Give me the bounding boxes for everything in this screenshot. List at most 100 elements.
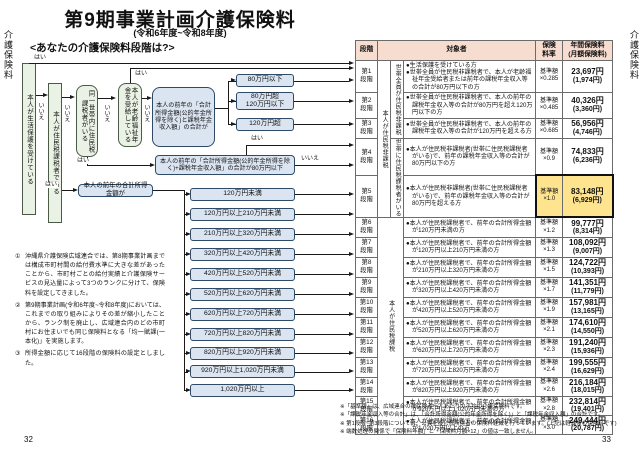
target-cell: ●本人が住民税課税者で、前年の合計所得金額が320万円以上420万円未満の方	[402, 276, 537, 298]
connector-line	[294, 80, 349, 82]
table-row: 第14 段階●本人が住民税課税者で、前年の合計所得金額が820万円以上920万円…	[355, 376, 614, 397]
target-cell: ●本人が住民税課税者で、前年の合計所得金額が1,020万円以上の方	[402, 414, 537, 435]
branch-label: いいえ	[103, 103, 109, 123]
page-subtitle: (令和6年度~令和8年度)	[133, 28, 227, 38]
table-row: 第11 段階●本人が住民税課税者で、前年の合計所得金額が520万円以上620万円…	[355, 316, 614, 338]
annual-amount: 108,092円	[569, 238, 606, 248]
arrowhead-icon	[349, 142, 354, 147]
flow-branch-120-over: 120万円超	[236, 117, 294, 131]
arrowhead-icon	[150, 162, 155, 167]
group-label-taxed-person: 本人が住民税課税	[377, 216, 404, 435]
connector-line	[295, 390, 349, 391]
note-text: 沖縄県介護保険広域連合では、第8期事業計画までは構成市町村間の給付費水準に大きな…	[25, 253, 165, 297]
stage-cell: 第2 段階	[355, 91, 378, 119]
footnotes: ※「基準額」は、広域連合の被保険者一人あたりの平均の介護保険料です。 ※「課税年…	[340, 403, 620, 436]
connector-line	[295, 353, 349, 354]
flow-box-pension-sum: 本人の前年の「合計所得金額(公的年金所得を除く)と課税年金収入額」の合計が	[152, 87, 215, 147]
connector-line	[246, 145, 247, 155]
arrowhead-icon	[231, 98, 236, 103]
flow-box-rorei-nenkin: 本人が老齢福祉年金を受給している	[118, 83, 142, 147]
rate-multiplier: ×1.0	[543, 196, 556, 203]
rate-cell: 基準額×0.685	[535, 117, 564, 139]
connector-line	[295, 294, 349, 295]
connector-line	[295, 274, 349, 275]
branch-label: いいえ	[143, 103, 149, 123]
target-bullet: ●本人が住民税課税者で、前年の合計所得金額が120万円以上210万円未満の方	[406, 240, 532, 255]
income-bracket-box: 120万円以上210万円未満	[190, 207, 295, 221]
rate-base-label: 基準額	[540, 68, 559, 75]
table-row: 第13 段階●本人が住民税課税者で、前年の合計所得金額が720万円以上820万円…	[355, 356, 614, 378]
rate-cell: 基準額×3.0	[535, 414, 564, 435]
stage-cell: 第9 段階	[355, 276, 378, 298]
target-cell: ●世帯全員が住民税非課税者で、本人の前年の課税年金収入等の合計が120万円を超え…	[402, 117, 537, 139]
flow-box-gokei-shotoku: 本人の前年の合計所得金額が	[78, 182, 153, 197]
stage-cell: 第5 段階	[355, 174, 378, 218]
target-bullet: ●本人が住民税課税者で、前年の合計所得金額が320万円以上420万円未満の方	[406, 280, 532, 295]
rate-multiplier: ×0.285	[539, 76, 559, 83]
note-number: ③	[15, 350, 21, 358]
table-row: 第1 段階本人が住民税非課税世帯全員が住民税非課税●生活保護を受けている方●世帯…	[355, 60, 614, 218]
target-cell: ●本人が住民税非課税者(世帯に住民税課税者がいる)で、前年の課税年金収入等の合計…	[402, 174, 537, 218]
rate-cell: 基準額×0.9	[535, 137, 564, 176]
rate-base-label: 基準額	[540, 97, 559, 104]
stage-cell: 第12 段階	[355, 336, 378, 358]
arrowhead-icon	[43, 92, 48, 97]
rate-multiplier: ×1.9	[543, 307, 555, 314]
rate-multiplier: ×1.7	[543, 287, 555, 294]
target-cell: ●本人が住民税課税者で、前年の合計所得金額が120万円以上210万円未満の方	[402, 236, 537, 258]
connector-line	[36, 95, 44, 96]
arrowhead-icon	[186, 369, 191, 373]
arrowhead-icon	[349, 331, 354, 336]
stage-cell: 第13 段階	[355, 356, 378, 378]
rate-base-label: 基準額	[540, 359, 559, 366]
branch-label: はい	[33, 55, 48, 61]
arrowhead-icon	[349, 231, 354, 236]
rate-cell: 基準額×2.3	[535, 336, 564, 358]
annual-cell: 74,833円(6,236円)	[562, 137, 614, 176]
connector-line	[87, 165, 150, 166]
rate-base-label: 基準額	[540, 398, 559, 405]
rate-base-label: 基準額	[540, 379, 559, 386]
note-text: 所得金額に応じて16段階の保険料の設定としました。	[25, 350, 165, 367]
target-cell: ●世帯全員が住民税非課税者で、本人の前年の課税年金収入等の合計が80万円を超え1…	[402, 91, 537, 119]
annual-amount: 40,326円	[571, 96, 604, 106]
arrowhead-icon	[186, 231, 191, 236]
annual-amount: 83,148円	[571, 187, 604, 197]
connector-line	[62, 97, 72, 98]
arrowhead-icon	[186, 350, 191, 355]
annual-amount: 23,697円	[571, 67, 604, 77]
rate-base-label: 基準額	[540, 299, 559, 306]
target-bullet: ●生活保護を受けている方	[406, 62, 477, 69]
monthly-amount: (20,787円)	[570, 425, 605, 433]
target-bullet: ●本人が住民税課税者で、前年の合計所得金額が420万円以上520万円未満の方	[406, 300, 532, 315]
stage-cell: 第6 段階	[355, 216, 378, 238]
connector-line	[228, 80, 229, 124]
monthly-amount: (4,746円)	[572, 128, 603, 136]
annual-cell: 23,697円(1,974円)	[562, 60, 614, 93]
page-number-left: 32	[24, 435, 33, 444]
target-bullet: ●本人が住民税課税者で、前年の合計所得金額が520万円以上620万円未満の方	[406, 320, 532, 335]
stage-cell: 第8 段階	[355, 256, 378, 278]
rate-base-label: 基準額	[540, 220, 559, 226]
header-stage: 段階	[355, 40, 378, 61]
arrowhead-icon	[349, 271, 354, 276]
arrowhead-icon	[349, 251, 354, 256]
annual-amount: 232,814円	[569, 396, 606, 406]
arrowhead-icon	[186, 211, 191, 216]
rate-multiplier: ×2.3	[543, 347, 555, 354]
connector-line	[294, 124, 349, 125]
rate-multiplier: ×2.8	[543, 405, 555, 412]
income-bracket-box: 420万円以上520万円未満	[190, 267, 295, 281]
rate-multiplier: ×2.1	[543, 327, 555, 334]
rate-multiplier: ×2.6	[543, 386, 555, 393]
rate-cell: 基準額×2.4	[535, 356, 564, 378]
rate-cell: 基準額×0.485	[535, 91, 564, 119]
connector-line	[215, 108, 228, 109]
connector-line	[295, 165, 349, 166]
connector-line	[295, 214, 349, 215]
target-cell: ●生活保護を受けている方●世帯全員が住民税非課税者で、本人が老齢福祉年金受給者ま…	[402, 60, 537, 93]
annual-cell: 199,555円(16,629円)	[562, 356, 614, 378]
connector-line	[62, 190, 74, 191]
